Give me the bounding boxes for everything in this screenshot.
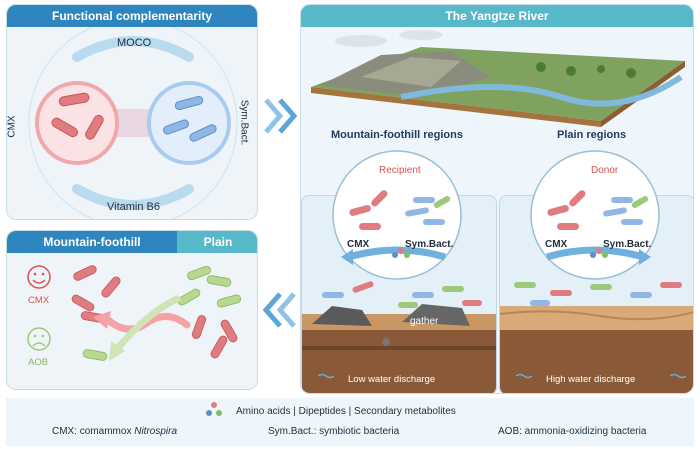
cmx-cell — [35, 81, 119, 165]
plain-flow-arrow — [546, 246, 644, 261]
comparison-header-mountain: Mountain-foothill — [7, 231, 177, 253]
compare-aob-label: AOB — [28, 357, 49, 368]
comparison-illustration — [27, 265, 242, 361]
functional-complementarity-title: Functional complementarity — [7, 5, 257, 27]
symbact-side-label: Sym.Bact. — [238, 99, 250, 146]
gather-label: gather — [410, 316, 439, 327]
comparison-header-plain: Plain — [177, 231, 257, 253]
aob-bacteria-group — [82, 265, 242, 361]
comparison-panel: Mountain-foothill Plain — [6, 230, 258, 390]
plain-symbact-label: Sym.Bact. — [603, 239, 652, 250]
landscape-illustration — [311, 30, 685, 127]
plain-sediment-illustration — [500, 282, 693, 393]
cmx-definition-genus: Nitrospira — [134, 426, 178, 437]
yangtze-river-panel: The Yangtze River Mountain-foothill regi… — [300, 4, 694, 394]
mountain-magnifier — [332, 150, 462, 280]
yangtze-river-title: The Yangtze River — [301, 5, 693, 27]
mountain-symbact-label: Sym.Bact. — [405, 239, 454, 250]
compare-cmx-label: CMX — [28, 295, 50, 306]
right-arrow-icon — [264, 98, 298, 134]
smiley-face-icon — [27, 265, 51, 289]
cmx-bacteria — [51, 92, 104, 140]
donor-label: Donor — [591, 165, 619, 176]
footer-legend: Amino acids | Dipeptides | Secondary met… — [6, 398, 694, 446]
plain-magnifier — [530, 150, 660, 280]
mountain-cmx-label: CMX — [347, 239, 370, 250]
vitamin-arc — [72, 184, 194, 210]
functional-complementarity-panel: Functional complementarity MOCO Vitamin … — [6, 4, 258, 220]
cmx-definition: CMX: comammox Nitrospira — [52, 426, 177, 437]
metabolites-text: Amino acids | Dipeptides | Secondary met… — [236, 406, 456, 417]
mountain-flow-arrow — [348, 246, 446, 261]
symbact-cell — [147, 81, 231, 165]
left-arrow-icon — [262, 292, 296, 328]
symbact-definition: Sym.Bact.: symbiotic bacteria — [268, 426, 400, 437]
cmx-definition-prefix: CMX: comammox — [52, 426, 135, 437]
plain-bacteria — [514, 282, 682, 306]
cmx-side-label: CMX — [6, 115, 18, 138]
plain-cmx-label: CMX — [545, 239, 568, 250]
high-discharge-label: High water discharge — [546, 374, 636, 385]
mountain-sediment-illustration — [302, 281, 496, 393]
aob-migration-arrow — [113, 295, 181, 353]
aob-definition: AOB: ammonia-oxidizing bacteria — [498, 426, 647, 437]
moco-arc — [72, 36, 194, 62]
recipient-label: Recipient — [379, 165, 421, 176]
moco-label: MOCO — [117, 37, 152, 49]
low-discharge-label: Low water discharge — [348, 374, 436, 385]
metabolite-molecules-icon — [206, 402, 222, 416]
vitamin-label: Vitamin B6 — [107, 201, 160, 213]
mountain-bacteria — [322, 281, 482, 308]
symbact-bacteria — [163, 95, 217, 142]
sad-face-icon — [27, 327, 51, 351]
plain-regions-label: Plain regions — [557, 129, 627, 141]
functional-diagram — [28, 27, 238, 219]
mountain-regions-label: Mountain-foothill regions — [331, 129, 463, 141]
